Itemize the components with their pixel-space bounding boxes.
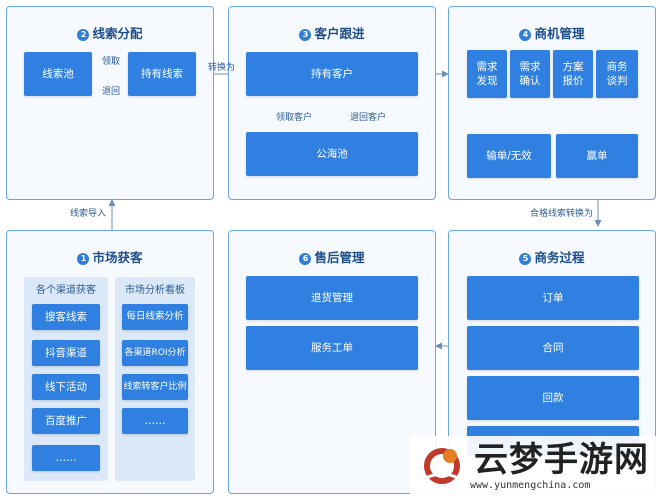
- analysis-item[interactable]: 每日线索分析: [122, 304, 188, 330]
- analysis-item[interactable]: 各渠道ROI分析: [122, 340, 188, 366]
- public-pool-box[interactable]: 公海池: [246, 132, 418, 176]
- channel-item[interactable]: 百度推广: [32, 408, 100, 434]
- order-box[interactable]: 订单: [467, 276, 639, 320]
- analysis-item[interactable]: 线索转客户比例: [122, 374, 188, 400]
- lose-box[interactable]: 输单/无效: [467, 134, 551, 178]
- lead-pool-box[interactable]: 线索池: [24, 52, 92, 96]
- claim-customer-label: 领取客户: [276, 113, 313, 123]
- channel-item[interactable]: 抖音渠道: [32, 340, 100, 366]
- channel-item[interactable]: ……: [32, 445, 100, 471]
- win-box[interactable]: 赢单: [556, 134, 638, 178]
- channel-item[interactable]: 线下活动: [32, 374, 100, 400]
- return-customer-label: 退回客户: [350, 113, 387, 123]
- analysis-item[interactable]: ……: [122, 408, 188, 434]
- payment-box[interactable]: 回款: [467, 376, 639, 420]
- watermark: 云梦手游网 www.yunmengchina.com: [410, 436, 662, 500]
- opportunity-step-1[interactable]: 需求发现: [467, 50, 507, 98]
- contract-box[interactable]: 合同: [467, 326, 639, 370]
- opportunity-step-3[interactable]: 方案报价: [553, 50, 593, 98]
- watermark-url: www.yunmengchina.com: [470, 480, 591, 491]
- return-label: 退回: [102, 87, 121, 97]
- held-customer-box[interactable]: 持有客户: [246, 52, 418, 96]
- lead-import-label: 线索导入: [68, 206, 109, 219]
- return-goods-box[interactable]: 退货管理: [246, 276, 418, 320]
- claim-label: 领取: [102, 57, 121, 67]
- channels-title: 各个渠道获客: [36, 285, 96, 296]
- analysis-title: 市场分析看板: [125, 285, 185, 296]
- watermark-logo-icon: [424, 448, 460, 484]
- opportunity-step-2[interactable]: 需求确认: [510, 50, 550, 98]
- held-lead-box[interactable]: 持有线索: [128, 52, 196, 96]
- service-ticket-box[interactable]: 服务工单: [246, 326, 418, 370]
- watermark-text: 云梦手游网: [474, 440, 649, 480]
- opportunity-step-4[interactable]: 商务谈判: [596, 50, 638, 98]
- convert-label: 转换为: [208, 63, 236, 73]
- channel-item[interactable]: 搜客线索: [32, 304, 100, 330]
- qualified-label: 合格线索转换为: [528, 206, 596, 219]
